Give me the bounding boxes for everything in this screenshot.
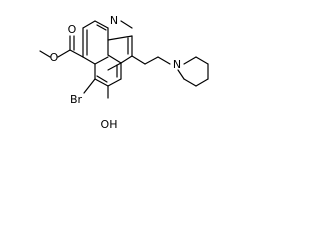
atom-label-n-quinoline: N	[110, 14, 118, 27]
pyridine-ring	[82, 20, 133, 58]
atom-label-hydroxyl: OH	[101, 118, 118, 131]
molecule-structure-diagram: N N O O Br OH	[39, 14, 209, 131]
atom-label-o-carbonyl: O	[68, 23, 77, 36]
methyl-ester-group	[39, 35, 84, 58]
bromo-substituent-bond	[83, 78, 96, 94]
atom-label-n-piperidine: N	[173, 58, 181, 71]
benzene-ring	[82, 35, 133, 87]
methylene-linker	[131, 55, 171, 65]
piperidine-ring	[177, 56, 209, 87]
atom-label-o-ether: O	[50, 51, 59, 64]
atom-label-bromine: Br	[70, 93, 83, 106]
